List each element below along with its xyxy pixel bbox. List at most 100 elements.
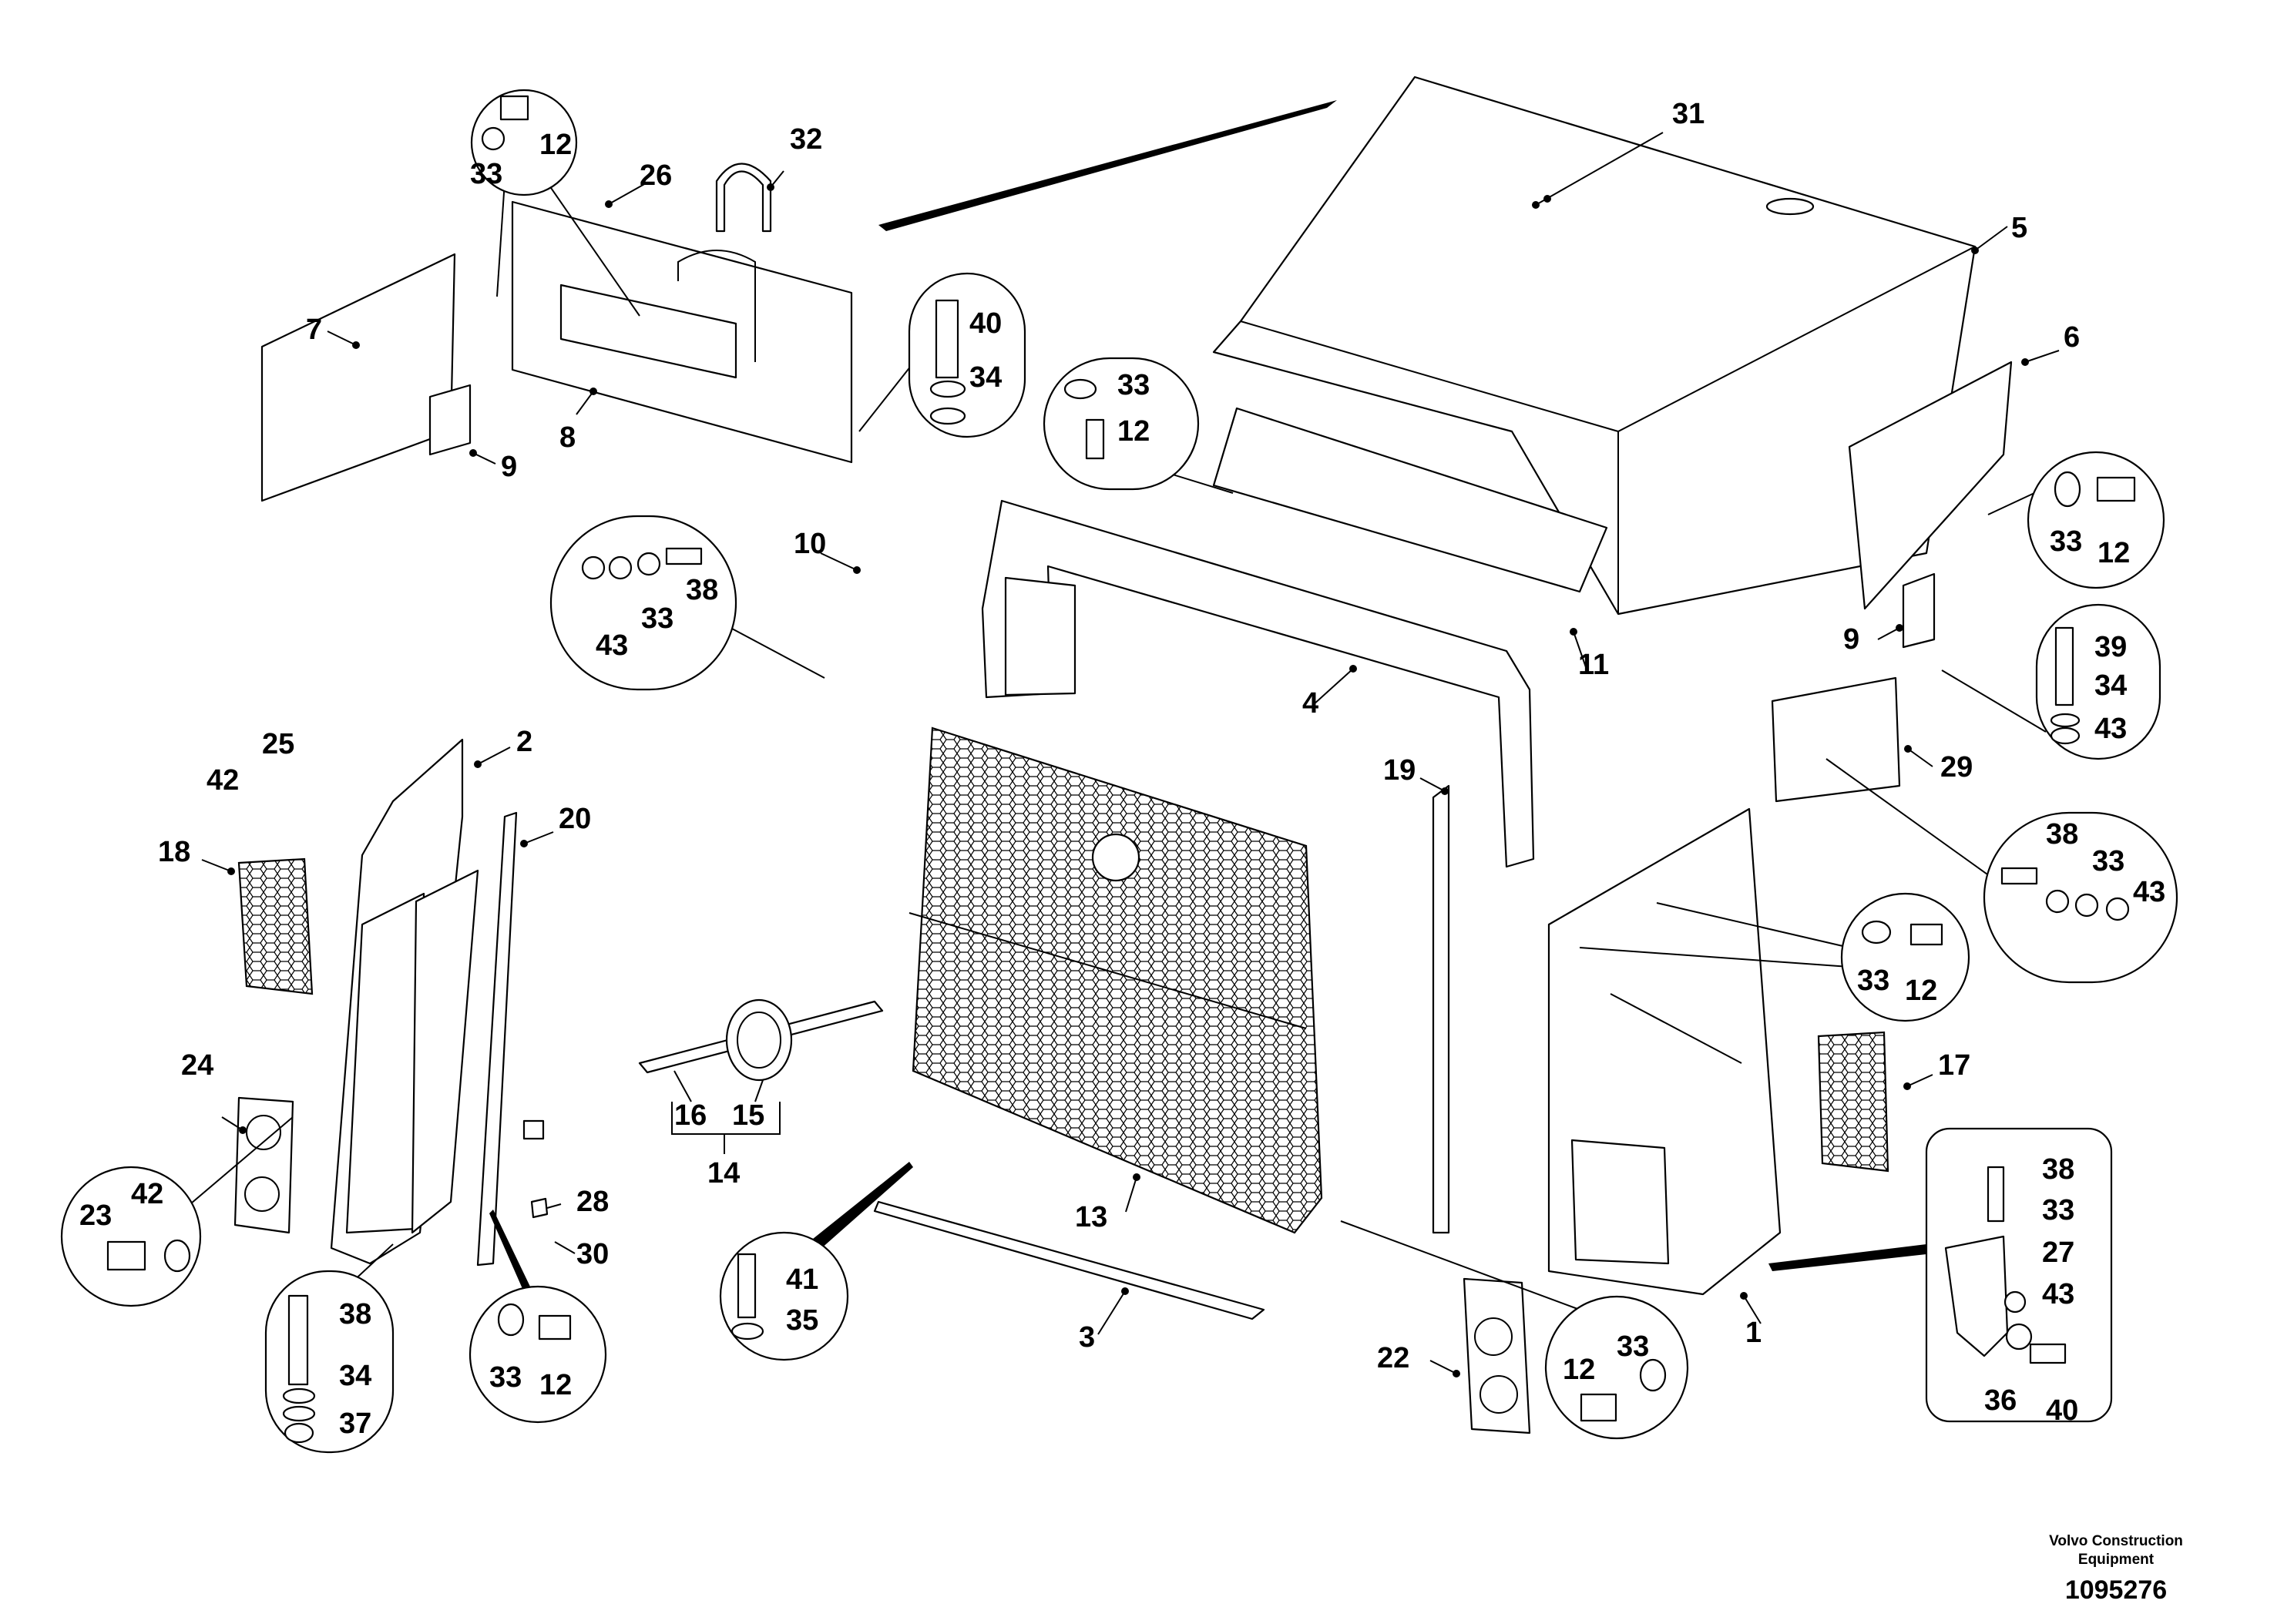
bracket-part-29 <box>1771 676 1901 803</box>
callout-38: 38 <box>339 1298 371 1330</box>
zoom-bubble-b: 40 34 <box>858 272 1026 438</box>
callout-12: 12 <box>2098 537 2130 569</box>
left-side-panel-part-2 <box>330 738 479 1265</box>
callout-38: 38 <box>686 574 718 606</box>
callout-16: 16 <box>674 1099 707 1132</box>
callout-34: 34 <box>969 361 1002 394</box>
callout-33: 33 <box>1857 965 1889 997</box>
callout-30: 30 <box>576 1238 609 1270</box>
grille-part-18 <box>237 857 314 995</box>
zoom-bubble-m: 41 35 <box>719 1162 913 1361</box>
callout-8: 8 <box>559 421 576 454</box>
callout-7: 7 <box>306 314 322 346</box>
clip-part-28 <box>522 1119 545 1140</box>
callout-3: 3 <box>1079 1321 1095 1354</box>
callout-6: 6 <box>2064 321 2080 354</box>
callout-40: 40 <box>969 307 1002 340</box>
callout-28: 28 <box>576 1186 609 1218</box>
callout-12: 12 <box>539 1369 572 1401</box>
callout-26: 26 <box>640 159 672 192</box>
callout-38: 38 <box>2046 818 2078 851</box>
zoom-bubble-a: 12 33 <box>470 89 640 317</box>
callout-36: 36 <box>1984 1384 2017 1417</box>
hood-part-5 <box>1212 75 1977 616</box>
callout-9: 9 <box>1843 623 1859 656</box>
callout-24: 24 <box>181 1049 213 1082</box>
callout-19: 19 <box>1383 754 1416 787</box>
callout-15: 15 <box>732 1099 764 1132</box>
callout-29: 29 <box>1940 751 1973 783</box>
strip-part-20 <box>476 811 518 1267</box>
callout-13: 13 <box>1075 1201 1107 1233</box>
bracket-part-9-right <box>1902 572 1936 649</box>
callout-31: 31 <box>1672 98 1705 130</box>
callout-labels: 31 5 6 32 26 7 8 9 10 11 4 9 29 2 20 19 … <box>158 98 2080 1374</box>
plate-part-24 <box>233 1096 294 1234</box>
callout-27: 27 <box>2042 1236 2074 1269</box>
bracket-part-6 <box>1848 361 2013 610</box>
wedge-pointer-hood <box>878 100 1337 231</box>
footer-credit: Volvo Construction Equipment 1095276 <box>2049 1533 2183 1605</box>
callout-33: 33 <box>2050 525 2082 558</box>
strip-part-19 <box>1432 784 1450 1234</box>
callout-12: 12 <box>539 129 572 161</box>
callout-42: 42 <box>207 764 239 797</box>
callout-dots <box>227 183 2029 1377</box>
callout-35: 35 <box>786 1304 818 1337</box>
callout-39: 39 <box>2094 631 2127 663</box>
callout-10: 10 <box>794 528 826 560</box>
assembly-group-14: 16 15 14 <box>671 1099 781 1189</box>
plate-part-22 <box>1463 1277 1531 1434</box>
callout-41: 41 <box>786 1263 818 1296</box>
callout-43: 43 <box>596 629 628 662</box>
callout-18: 18 <box>158 836 190 868</box>
zoom-bubble-i: 38 33 27 43 36 40 <box>1768 1127 2113 1427</box>
callout-34: 34 <box>339 1360 371 1392</box>
zoom-bubble-l: 33 12 <box>469 1210 607 1424</box>
callout-14: 14 <box>707 1157 740 1189</box>
callout-43: 43 <box>2133 876 2165 908</box>
drawing-number: 1095276 <box>2065 1575 2167 1605</box>
zoom-bubble-g: 38 33 43 <box>1825 758 2178 984</box>
callout-33: 33 <box>470 158 502 190</box>
callout-38: 38 <box>2042 1153 2074 1186</box>
callout-17: 17 <box>1938 1049 1970 1082</box>
right-side-panel-part-1 <box>1547 807 1782 1296</box>
zoom-bubble-f: 39 34 43 <box>1941 603 2161 760</box>
logo-badge-parts-15-16 <box>638 998 884 1082</box>
zoom-bubble-k: 38 34 37 <box>264 1243 395 1454</box>
callout-32: 32 <box>790 123 822 156</box>
grille-part-17 <box>1817 1031 1889 1173</box>
zoom-bubble-j: 23 42 <box>60 1116 294 1307</box>
zoom-bubble-c: 33 12 <box>1043 357 1234 494</box>
callout-5: 5 <box>2011 212 2027 244</box>
zoom-bubble-e: 33 12 <box>1987 451 2165 589</box>
bracket-part-26 <box>260 200 853 502</box>
callout-1: 1 <box>1745 1317 1762 1349</box>
callout-11: 11 <box>1578 649 1609 681</box>
clip-part-30 <box>530 1197 549 1219</box>
credit-line-1: Volvo Construction <box>2049 1533 2183 1549</box>
callout-12: 12 <box>1563 1354 1595 1386</box>
callout-23: 23 <box>79 1200 112 1232</box>
crossmember-part-4 <box>981 499 1535 868</box>
callout-33: 33 <box>641 602 673 635</box>
callout-25: 25 <box>262 728 294 760</box>
wedge-pointer-bubble-i <box>1768 1244 1926 1271</box>
zoom-bubble-d: 43 33 38 <box>549 515 825 691</box>
callout-2: 2 <box>516 726 532 758</box>
callout-33: 33 <box>489 1361 522 1394</box>
zoom-bubble-n: 33 12 <box>1340 1220 1689 1440</box>
callout-22: 22 <box>1377 1342 1409 1374</box>
u-bolt-part-32 <box>715 163 772 233</box>
credit-line-2: Equipment <box>2078 1552 2155 1568</box>
callout-33: 33 <box>1117 369 1150 401</box>
wedge-pointer-bubble-l <box>489 1210 539 1310</box>
wedge-pointer-bubble-m <box>801 1162 913 1256</box>
callout-34: 34 <box>2094 669 2127 702</box>
zoom-bubble-h: 33 12 <box>1579 892 1970 1022</box>
bottom-strip-part-3 <box>873 1200 1265 1320</box>
callout-20: 20 <box>559 803 591 835</box>
